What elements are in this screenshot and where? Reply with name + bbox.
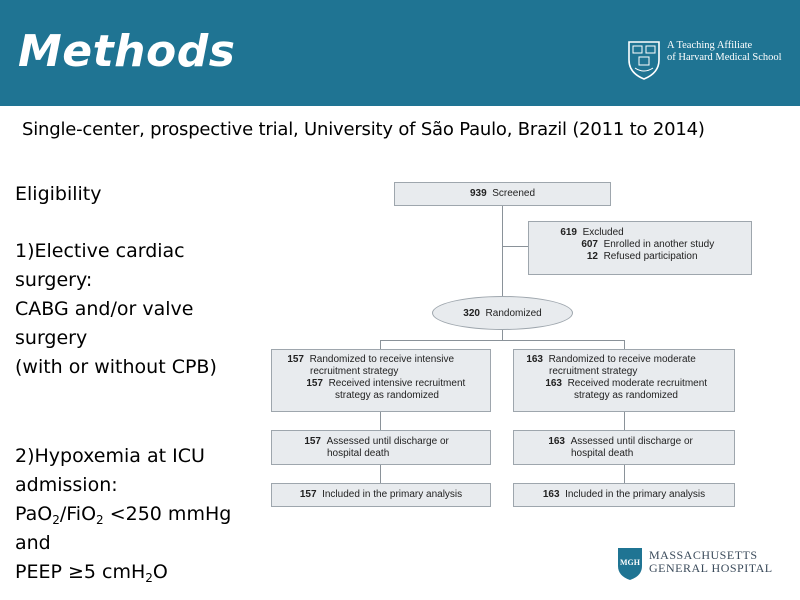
arm-2-randomized-label-2: recruitment strategy — [549, 366, 638, 377]
arm-1-received-count: 157 — [306, 378, 323, 389]
arm-2-assessed-label-2: hospital death — [571, 448, 634, 459]
arm-1-assessed-label: Assessed until discharge or — [326, 436, 449, 447]
arm-1-randomized-label-2: recruitment strategy — [310, 366, 399, 377]
criterion-1-line-2: surgery: — [15, 269, 93, 291]
connector-randomized-split — [502, 330, 503, 340]
excluded-reason-2-count: 12 — [586, 251, 598, 262]
criterion-1-line-1: 1)Elective cardiac — [15, 240, 185, 262]
arm-2-allocation-box: 163 Randomized to receive moderate recru… — [513, 349, 735, 412]
arm-2-assessed-box: 163 Assessed until discharge or hospital… — [513, 430, 735, 465]
criterion-1-line-4: surgery — [15, 327, 88, 349]
arm-1-assessed-label-2: hospital death — [327, 448, 390, 459]
pao2-fio2-criterion: PaO2/FiO2 <250 mmHg — [15, 503, 232, 527]
arm-2-randomized-count: 163 — [526, 354, 543, 365]
svg-text:MGH: MGH — [620, 558, 641, 567]
excluded-reason-1-count: 607 — [581, 239, 598, 250]
harvard-affiliate-logo: A Teaching Affiliate of Harvard Medical … — [627, 40, 787, 82]
connector-to-arm-1 — [380, 340, 381, 349]
excluded-reason-2-label: Refused participation — [603, 251, 698, 262]
criterion-2-line-2: admission: — [15, 474, 118, 496]
affiliation-line-1: A Teaching Affiliate — [667, 40, 753, 51]
arm-2-received-label-2: strategy as randomized — [574, 390, 678, 401]
randomized-node: 320 Randomized — [432, 296, 573, 330]
harvard-shield-icon — [628, 41, 660, 80]
mgh-line-1: MASSACHUSETTS — [649, 548, 758, 562]
connector-arm-1-analysis — [380, 465, 381, 483]
connector-arm-2-assess — [624, 412, 625, 430]
arm-2-received-label: Received moderate recruitment — [567, 378, 708, 389]
arm-1-allocation-box: 157 Randomized to receive intensive recr… — [271, 349, 491, 412]
excluded-box: 619 Excluded 607 Enrolled in another stu… — [528, 221, 752, 275]
connector-arm-2-analysis — [624, 465, 625, 483]
mgh-line-2: GENERAL HOSPITAL — [649, 561, 773, 575]
connector-to-arm-2 — [624, 340, 625, 349]
arm-1-received-label-2: strategy as randomized — [335, 390, 439, 401]
screened-label: Screened — [492, 188, 536, 199]
arm-1-analysis-count: 157 — [299, 489, 317, 500]
arm-1-randomized-count: 157 — [287, 354, 304, 365]
criterion-1-line-5: (with or without CPB) — [15, 356, 217, 378]
excluded-reason-1-label: Enrolled in another study — [603, 239, 715, 250]
connector-arm-1-assess — [380, 412, 381, 430]
arm-1-received-label: Received intensive recruitment — [328, 378, 466, 389]
arm-1-randomized-label: Randomized to receive intensive — [309, 354, 455, 365]
connector-screened-randomized — [502, 206, 503, 296]
connector-split-bar — [380, 340, 625, 341]
and-connector: and — [15, 532, 51, 554]
arm-2-analysis-label: Included in the primary analysis — [565, 489, 706, 500]
arm-2-assessed-label: Assessed until discharge or — [570, 436, 693, 447]
arm-2-analysis-count: 163 — [542, 489, 560, 500]
arm-2-assessed-count: 163 — [548, 436, 565, 447]
arm-1-assessed-count: 157 — [304, 436, 321, 447]
screened-box: 939 Screened — [394, 182, 611, 206]
criterion-1-line-3: CABG and/or valve — [15, 298, 194, 320]
arm-1-analysis-box: 157 Included in the primary analysis — [271, 483, 491, 507]
slide-header: Methods A Teaching Affiliate of Harvard … — [0, 0, 800, 106]
randomized-label: Randomized — [485, 307, 542, 319]
mgh-seal-icon: MGH — [618, 548, 642, 580]
mgh-logo: MGH MASSACHUSETTS GENERAL HOSPITAL — [617, 547, 787, 587]
slide-title: Methods — [18, 26, 236, 77]
peep-criterion: PEEP ≥5 cmH2O — [15, 561, 168, 585]
excluded-count: 619 — [560, 227, 577, 238]
arm-1-analysis-label: Included in the primary analysis — [322, 489, 463, 500]
arm-2-analysis-box: 163 Included in the primary analysis — [513, 483, 735, 507]
affiliation-line-2: of Harvard Medical School — [667, 52, 782, 63]
criterion-2-line-1: 2)Hypoxemia at ICU — [15, 445, 205, 467]
arm-2-randomized-label: Randomized to receive moderate — [548, 354, 696, 365]
screened-count: 939 — [469, 188, 487, 199]
connector-to-excluded — [502, 246, 528, 247]
arm-2-received-count: 163 — [545, 378, 562, 389]
eligibility-heading: Eligibility — [15, 183, 102, 205]
arm-1-assessed-box: 157 Assessed until discharge or hospital… — [271, 430, 491, 465]
study-subtitle: Single-center, prospective trial, Univer… — [22, 119, 705, 140]
excluded-label: Excluded — [582, 227, 624, 238]
randomized-count: 320 — [463, 307, 480, 319]
